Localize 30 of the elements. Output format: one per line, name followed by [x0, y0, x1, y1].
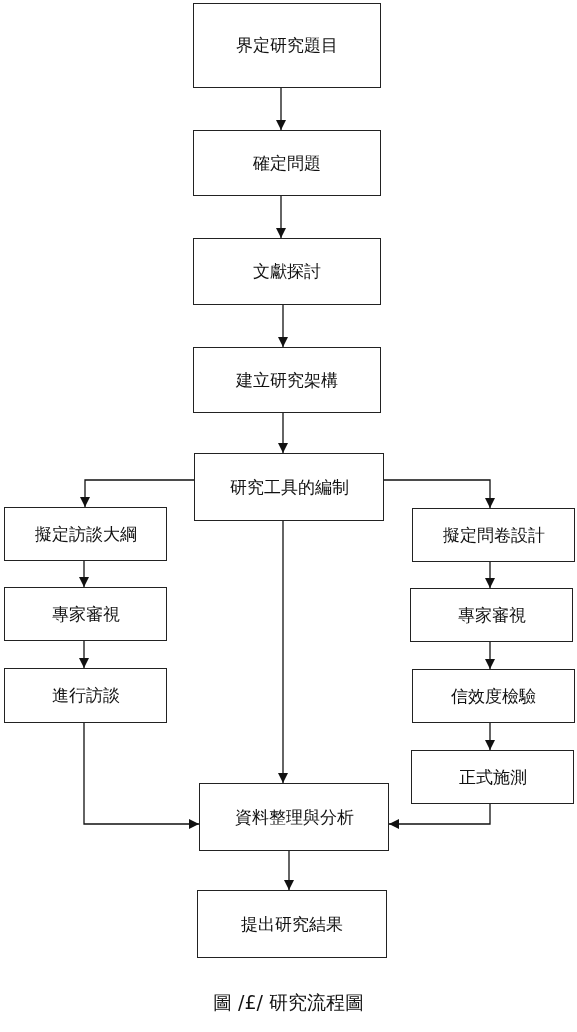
process-box: 信效度檢驗	[412, 669, 575, 723]
arrow	[383, 479, 495, 509]
process-box: 提出研究結果	[197, 890, 387, 958]
process-box: 研究工具的編制	[194, 453, 384, 521]
process-box: 專家審視	[4, 587, 167, 641]
process-box: 擬定訪談大綱	[4, 507, 167, 561]
process-box: 建立研究架構	[193, 347, 381, 413]
process-box: 界定研究題目	[193, 3, 381, 88]
arrow	[79, 560, 89, 588]
arrow	[278, 520, 288, 784]
arrow	[276, 195, 286, 239]
arrow	[276, 87, 286, 131]
arrow	[485, 722, 495, 751]
arrow	[80, 479, 195, 508]
process-box: 資料整理與分析	[199, 783, 389, 851]
arrow	[278, 412, 288, 454]
arrow	[485, 641, 495, 670]
arrow	[284, 850, 294, 891]
arrow	[79, 640, 89, 669]
arrow	[485, 561, 495, 589]
arrow	[388, 803, 491, 829]
arrow	[83, 722, 200, 829]
process-box: 進行訪談	[4, 668, 167, 723]
arrow	[278, 304, 288, 348]
process-box: 正式施測	[411, 750, 574, 804]
process-box: 專家審視	[410, 588, 573, 642]
process-box: 擬定問卷設計	[412, 508, 575, 562]
process-box: 文獻探討	[193, 238, 381, 305]
process-box: 確定問題	[193, 130, 381, 196]
caption: 圖 /£/ 研究流程圖	[213, 990, 364, 1015]
